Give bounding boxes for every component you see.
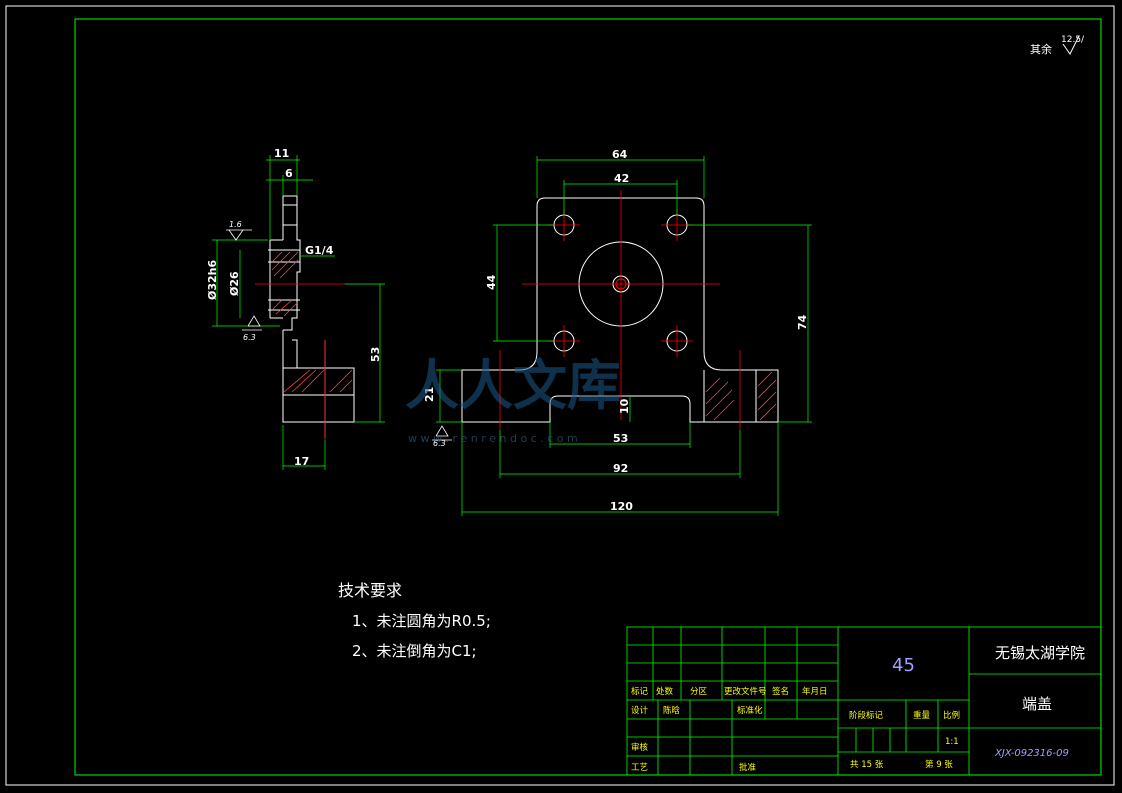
tb-scale: 比例	[943, 710, 960, 721]
tb-part-name: 端盖	[1022, 695, 1052, 713]
front-view-dim-texts: 64 42 44 74 21 10 53 92 120	[423, 148, 809, 513]
front-roughness	[432, 425, 452, 441]
dim-front-44: 44	[485, 274, 498, 290]
tb-design: 设计	[631, 705, 649, 716]
roughness-side-top: 1.6	[229, 220, 242, 229]
title-block-labels: 标记 处数 分区 更改文件号 签名 年月日 设计 陈晗 标准化 阶段标记 重量 …	[631, 686, 960, 773]
dim-front-64: 64	[612, 148, 628, 161]
tb-date: 年月日	[802, 686, 828, 697]
dim-side-11: 11	[274, 147, 289, 160]
tb-count: 处数	[656, 686, 674, 697]
tb-school: 无锡太湖学院	[995, 644, 1085, 662]
tb-designer: 陈晗	[663, 705, 681, 716]
front-view-hatch	[705, 371, 777, 421]
dim-side-dia-outer: Ø32h6	[206, 260, 219, 300]
dim-front-120: 120	[610, 500, 633, 513]
inner-frame	[74, 18, 1102, 776]
tb-scale-value: 1:1	[945, 737, 959, 747]
tb-material: 45	[892, 655, 915, 676]
dim-side-thread: G1/4	[305, 244, 334, 257]
roughness-label: 其余	[1030, 42, 1052, 56]
roughness-front: 6.3	[433, 439, 446, 448]
outer-border	[5, 5, 1115, 786]
watermark-url: w w w . r e n r e n d o c . c o m	[408, 432, 578, 445]
tb-weight: 重量	[913, 710, 931, 721]
dim-side-dia-inner: Ø26	[228, 271, 241, 296]
tb-total-sheets: 共 15 张	[850, 760, 884, 770]
side-view-dims	[212, 155, 385, 470]
roughness-note: 其余 12.5/	[1030, 35, 1085, 56]
tb-change-doc: 更改文件号	[724, 686, 767, 697]
dim-front-53: 53	[613, 432, 628, 445]
tech-requirement-item: 1、未注圆角为R0.5;	[352, 612, 491, 630]
tech-requirements-title: 技术要求	[338, 581, 403, 600]
dim-front-74: 74	[796, 314, 809, 330]
dim-side-height: 53	[369, 347, 382, 362]
dim-front-42: 42	[614, 172, 629, 185]
tb-standard: 标准化	[737, 705, 763, 716]
tb-mark: 标记	[631, 686, 649, 697]
roughness-side-bottom: 6.3	[243, 333, 256, 342]
dim-side-6: 6	[285, 167, 293, 180]
tb-process: 工艺	[631, 763, 648, 773]
dim-side-17: 17	[294, 455, 309, 468]
side-roughness	[226, 229, 262, 331]
side-view	[268, 195, 355, 438]
tb-approve: 批准	[739, 762, 757, 773]
tb-sign: 签名	[772, 686, 789, 697]
tb-review: 审核	[631, 742, 649, 753]
dim-front-92: 92	[613, 462, 628, 475]
tb-sheet-no: 第 9 张	[925, 759, 953, 770]
dim-front-10: 10	[618, 398, 631, 414]
tb-zone: 分区	[690, 687, 708, 697]
tb-drawing-no: XJX-092316-09	[994, 748, 1069, 759]
watermark: 人人文库 w w w . r e n r e n d o c . c o m	[405, 354, 621, 445]
side-view-hatch	[271, 251, 353, 393]
side-view-dim-texts: 11 6 G1/4 Ø32h6 Ø26 53 17	[206, 147, 382, 468]
title-block-grid	[626, 626, 1102, 776]
front-view-dims	[436, 156, 812, 516]
tb-stage-mark: 阶段标记	[849, 710, 884, 721]
tech-requirement-item: 2、未注倒角为C1;	[352, 642, 477, 660]
dim-front-21: 21	[423, 387, 436, 402]
watermark-logo: 人人文库	[405, 354, 621, 417]
side-view-centerlines	[255, 283, 345, 440]
roughness-value: 12.5/	[1061, 35, 1085, 45]
